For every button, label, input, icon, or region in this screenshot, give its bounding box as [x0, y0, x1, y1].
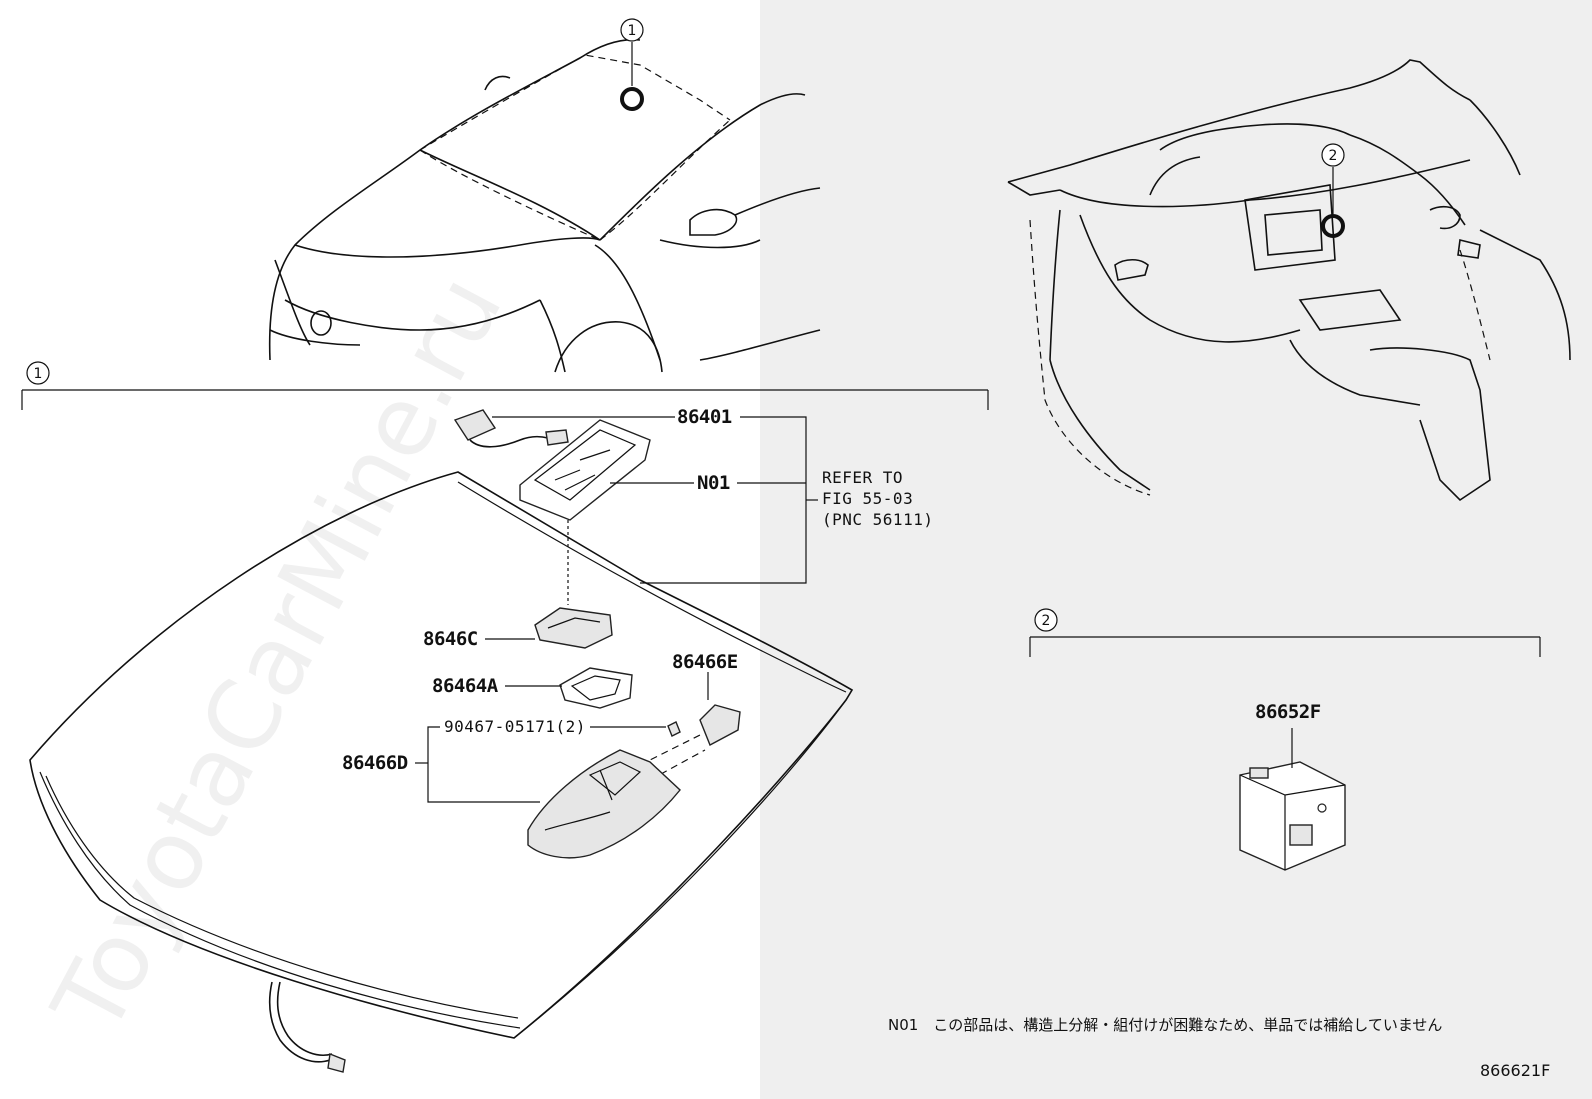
label-86466D: 86466D [342, 752, 408, 774]
callout-1-top-label: 1 [628, 23, 637, 39]
section-1-bracket: 1 [21, 361, 989, 410]
label-8646C: 8646C [423, 628, 478, 650]
part-N01-bracket [519, 419, 651, 521]
part-86466E [699, 672, 741, 746]
part-86464A [559, 667, 633, 709]
callout-2-top-label: 2 [1329, 148, 1338, 164]
supply-note: N01 この部品は、構造上分解・組付けが困難なため、単品では補給していません [888, 1016, 1442, 1034]
part-86466D-cover [527, 749, 681, 859]
car-exterior-illustration: 1 [268, 18, 821, 373]
label-86464A: 86464A [432, 675, 499, 697]
callout-2-section-label: 2 [1042, 613, 1051, 629]
part-86652F-module [1239, 728, 1346, 871]
label-86652F: 86652F [1255, 701, 1321, 723]
callout-2-top [1321, 143, 1345, 167]
clip-guide-line-2 [649, 749, 706, 781]
part-90467-clip [667, 721, 681, 737]
refer-line-3: (PNC 56111) [822, 510, 933, 529]
clip-guide-line-1 [639, 734, 701, 766]
location-marker-2 [1321, 214, 1345, 238]
label-90467-05171: 90467-05171(2) [444, 717, 586, 736]
section-2-bracket: 2 [1029, 608, 1541, 657]
refer-line-2: FIG 55-03 [822, 489, 913, 508]
location-marker-1 [620, 87, 644, 111]
refer-line-1: REFER TO [822, 468, 903, 487]
right-panel-background [760, 0, 1592, 1099]
callout-1-top [620, 18, 644, 42]
part-8646C [534, 607, 613, 649]
label-N01: N01 [697, 472, 730, 494]
part-86401-sensor [453, 409, 569, 448]
dashboard-illustration: 2 [1007, 59, 1571, 502]
callout-1-section-label: 1 [34, 366, 43, 382]
label-86466E: 86466E [672, 651, 738, 673]
watermark: ToyotaCarMine.ru [31, 258, 524, 1052]
figure-number: 866621F [1480, 1061, 1550, 1080]
windshield-glass [29, 471, 854, 1073]
label-86401: 86401 [677, 406, 732, 428]
